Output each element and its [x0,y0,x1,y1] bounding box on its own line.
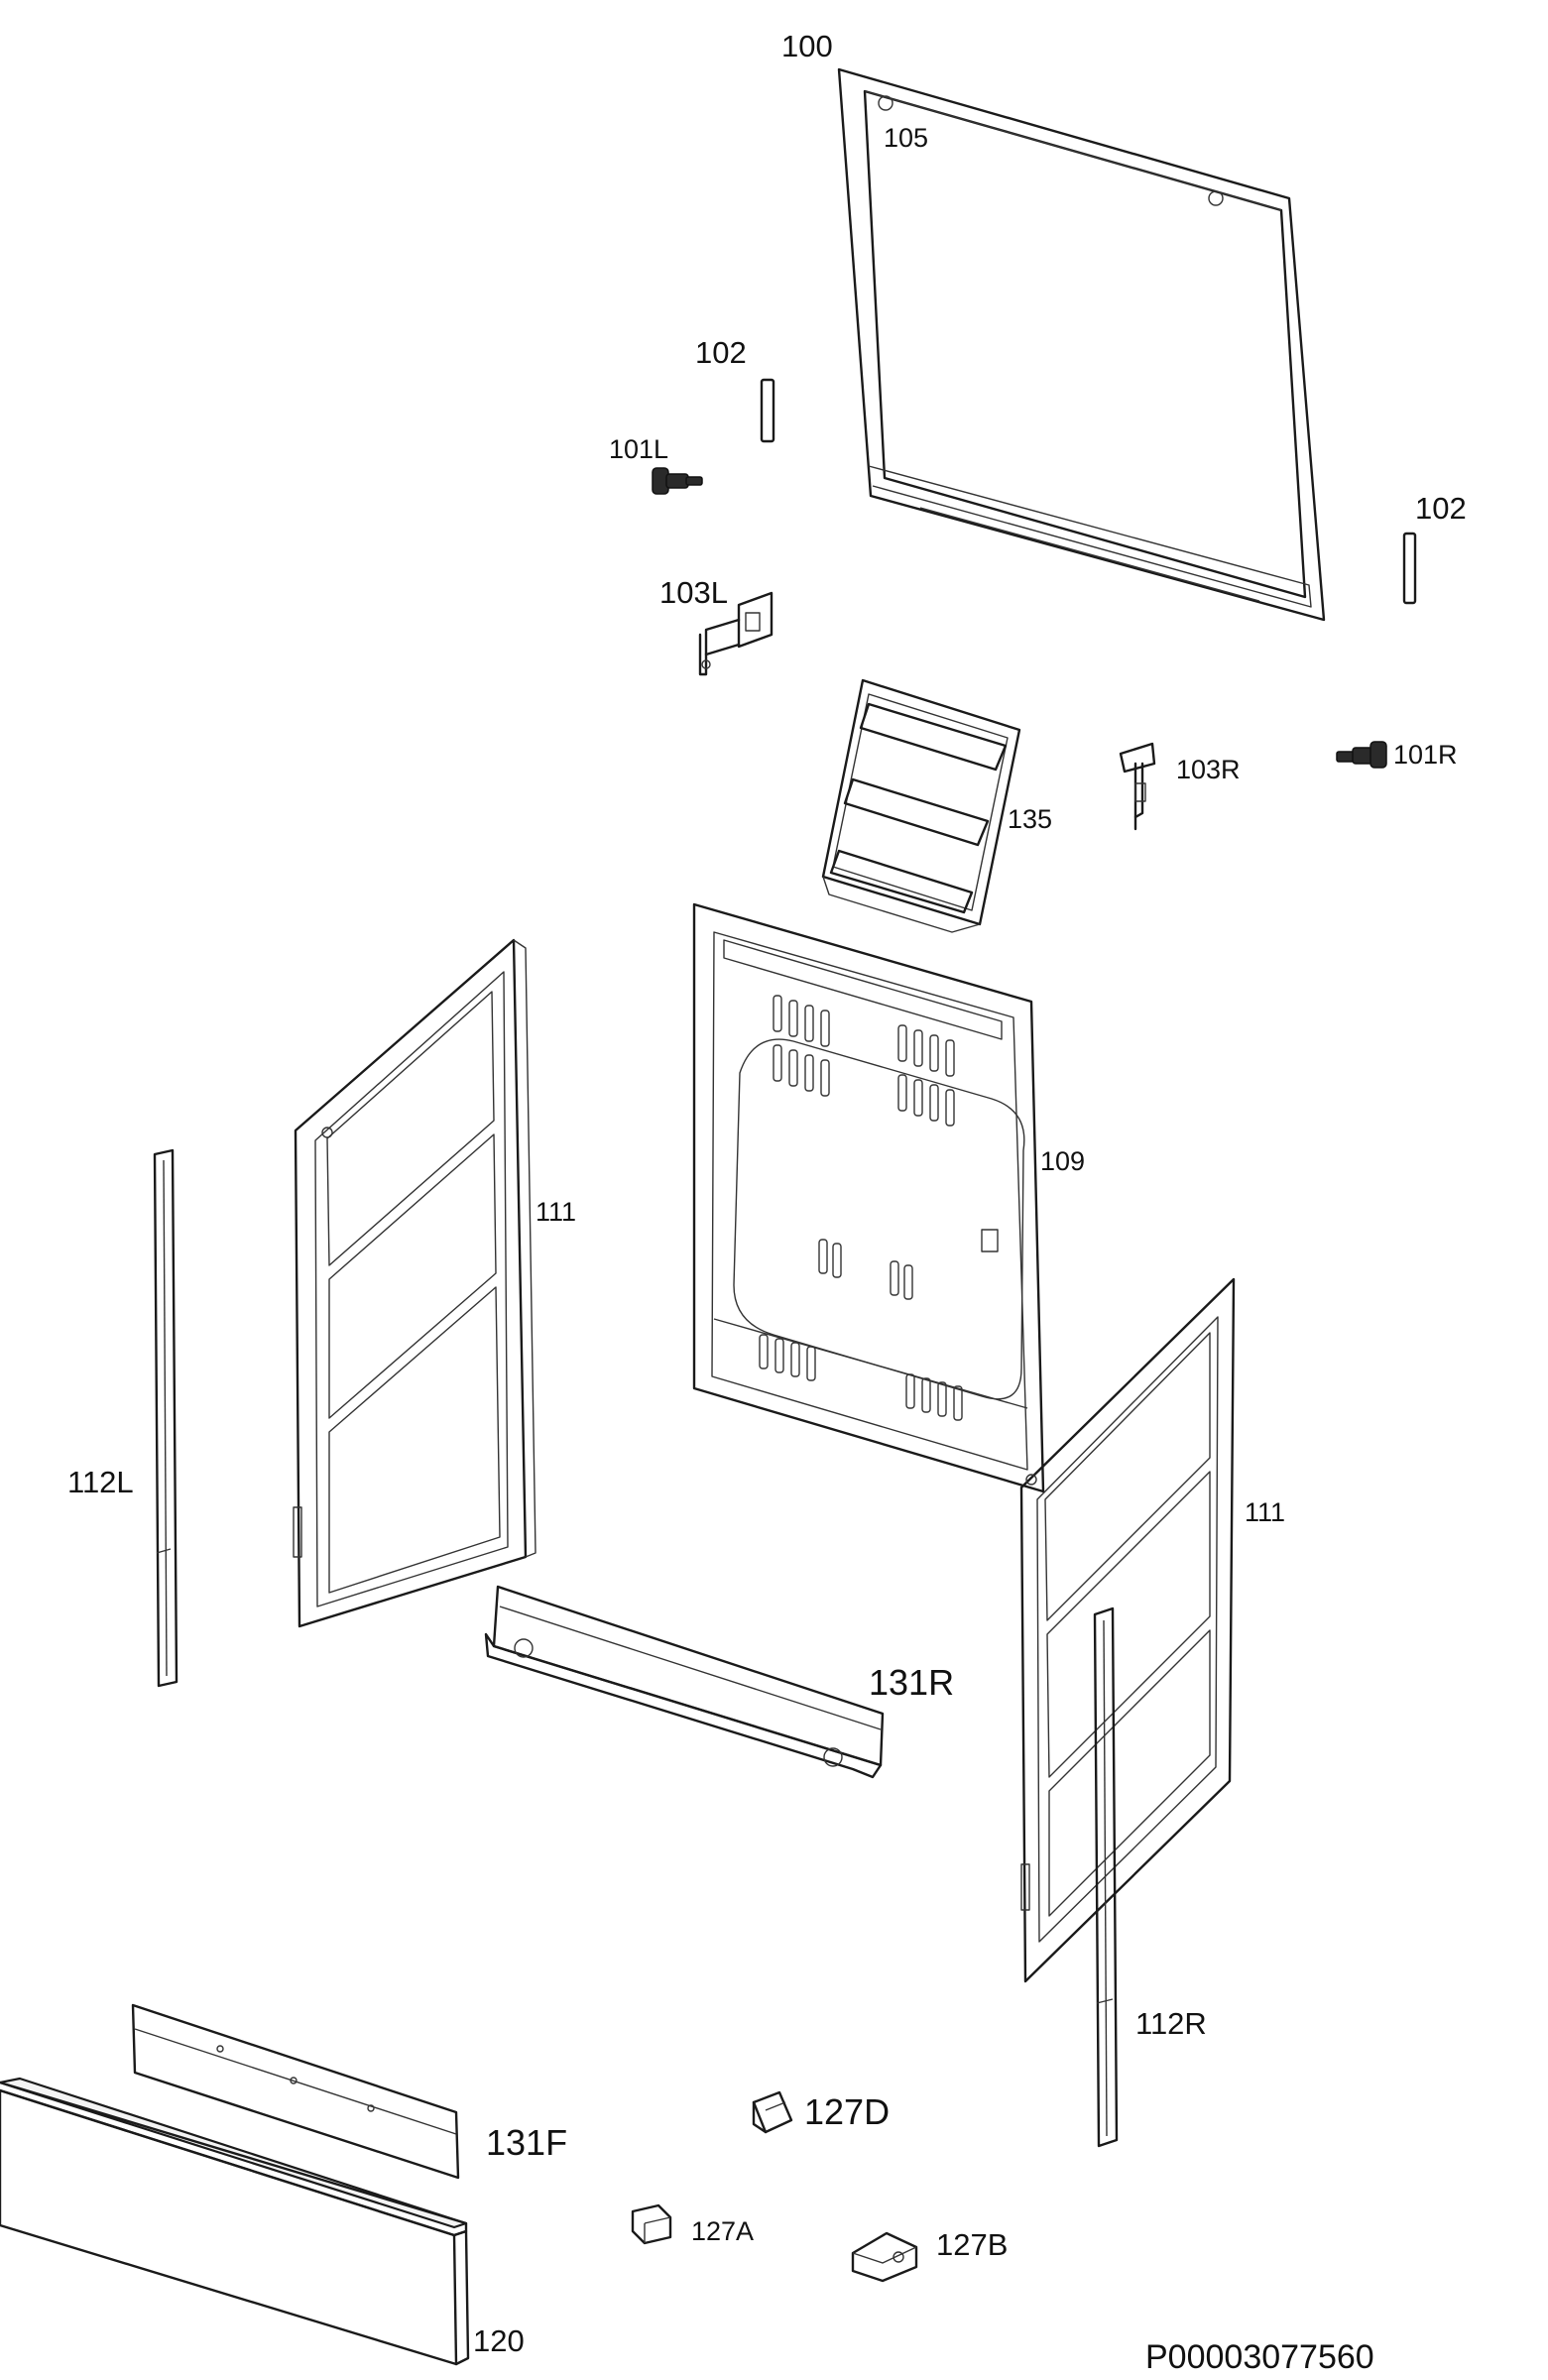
label-102-left: 102 [695,335,747,370]
part-112L-strip [153,1148,179,1688]
label-120: 120 [473,2323,525,2358]
part-127D-clip [752,2090,793,2134]
label-131R: 131R [869,1662,955,1703]
part-127A-block [631,2203,672,2245]
part-101R-bolt [1336,741,1387,769]
document-number: P00003077560 [1145,2338,1374,2376]
label-111-left: 111 [536,1197,577,1227]
label-101R: 101R [1393,740,1458,770]
label-103R: 103R [1176,755,1241,784]
label-127A: 127A [691,2216,755,2246]
label-112L: 112L [67,1465,134,1499]
label-131F: 131F [486,2122,568,2163]
label-127D: 127D [804,2091,891,2132]
label-135: 135 [1008,804,1053,834]
part-127B-bracket [851,2231,918,2283]
part-111-side-panel-right [1019,1277,1236,1983]
part-135-shield [821,678,1021,933]
part-101L-bolt [652,467,703,495]
part-131F-rail [131,2003,460,2180]
label-111-right: 111 [1245,1497,1286,1527]
part-111-side-panel-left [293,938,536,1628]
part-120-front-panel [0,2077,470,2366]
label-100: 100 [781,29,833,63]
label-102-right: 102 [1415,491,1467,526]
label-112R: 112R [1135,2006,1207,2041]
label-109: 109 [1040,1146,1086,1176]
part-131R-rail [484,1585,885,1779]
rear-panel-vents [759,995,963,1421]
part-102-strip-left [760,378,775,443]
part-103L-bracket [698,591,774,676]
part-102-strip-right [1402,532,1417,605]
label-103L: 103L [659,575,728,610]
part-109-rear-panel [692,902,1045,1493]
label-127B: 127B [936,2227,1009,2262]
label-105: 105 [884,123,929,153]
part-100-top-frame [837,67,1326,622]
part-103R-bracket [1119,742,1156,831]
part-112R-strip [1093,1606,1119,2148]
label-101L: 101L [609,434,669,464]
